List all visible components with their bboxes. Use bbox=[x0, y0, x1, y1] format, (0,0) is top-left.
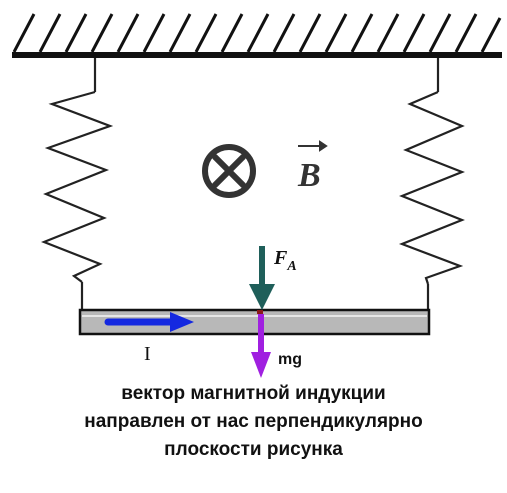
current-arrow bbox=[104, 312, 194, 332]
weight-arrow bbox=[251, 310, 271, 378]
current-label: I bbox=[144, 343, 151, 365]
weight-label: mg bbox=[278, 351, 302, 368]
field-vector-arrow-icon bbox=[298, 140, 328, 152]
force-subscript: A bbox=[286, 259, 296, 274]
field-label: B bbox=[297, 157, 321, 194]
caption-line-1: вектор магнитной индукции bbox=[121, 383, 386, 404]
caption-line-2: направлен от нас перпендикулярно bbox=[84, 411, 423, 432]
ceiling-hatching bbox=[12, 13, 502, 53]
caption-line-3: плоскости рисунка bbox=[164, 439, 343, 460]
left-spring bbox=[41, 58, 114, 310]
ampere-force-arrow bbox=[249, 246, 275, 310]
right-spring bbox=[398, 58, 465, 310]
ampere-force-label: FA bbox=[273, 247, 297, 274]
force-letter: F bbox=[273, 247, 288, 269]
cross-in-circle-icon bbox=[202, 144, 256, 198]
ceiling-line bbox=[12, 52, 502, 58]
